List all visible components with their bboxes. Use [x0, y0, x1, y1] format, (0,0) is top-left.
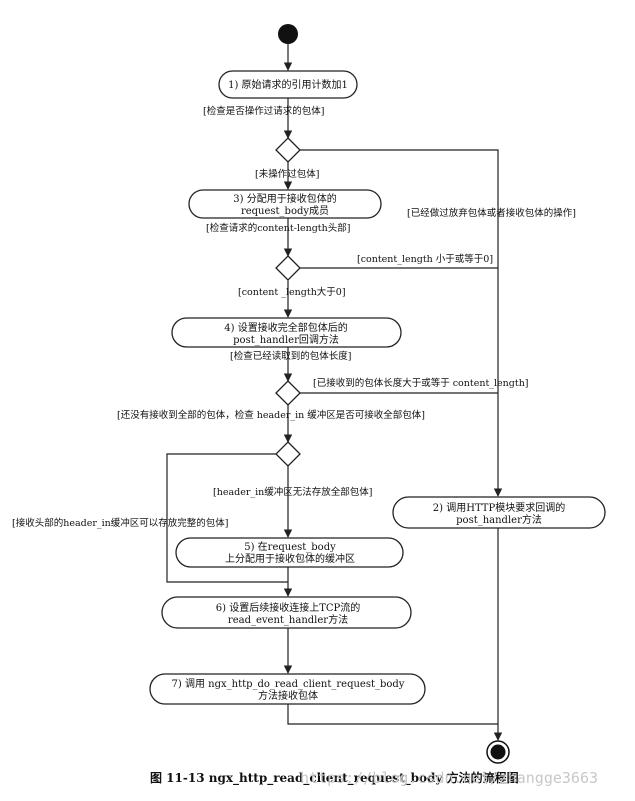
decision-4 [275, 441, 301, 467]
guard-cl-le-zero: [content_length 小于或等于0] [357, 253, 493, 265]
node-4-label-1: 4) 设置接收完全部包体后的 [224, 321, 347, 334]
node-4-label-2: post_handler回调方法 [233, 333, 339, 346]
node-7-label-1: 7) 调用 ngx_http_do_read_client_request_bo… [172, 678, 405, 690]
node-7 [149, 673, 426, 705]
end-node [490, 744, 506, 760]
guard-check-read-len: [检查已经读取到的包体长度] [230, 350, 351, 362]
node-5-label-2: 上分配用于接收包体的缓冲区 [225, 552, 355, 565]
guard-check-body: [检查是否操作过请求的包体] [203, 105, 324, 117]
guard-check-content-length: [检查请求的content-length头部] [206, 222, 350, 234]
guard-not-operated: [未操作过包体] [255, 168, 319, 180]
node-6-label-2: read_event_handler方法 [228, 613, 348, 626]
node-1 [218, 70, 358, 99]
node-2 [392, 496, 606, 529]
edge-n7-end [287, 704, 498, 725]
guard-already-operated: [已经做过放弃包体或者接收包体的操作] [407, 207, 576, 219]
node-2-label-1: 2) 调用HTTP模块要求回调的 [433, 501, 565, 514]
guard-received-ge-cl: [已接收到的包体长度大于或等于 content_length] [313, 377, 529, 389]
decision-2 [275, 255, 301, 281]
node-5-label-1: 5) 在request_body [244, 541, 336, 553]
node-3 [188, 189, 382, 219]
guard-not-all-received: [还没有接收到全部的包体，检查 header_in 缓冲区是否可接收全部包体] [117, 409, 425, 421]
edge-d1-right [300, 149, 503, 497]
guard-cl-gt-zero: [content _length大于0] [238, 286, 346, 298]
node-3-label-2: request_body成员 [241, 205, 329, 217]
node-7-label-2: 方法接收包体 [258, 689, 318, 702]
decision-1 [275, 137, 301, 163]
node-6 [161, 596, 412, 629]
node-4 [171, 317, 402, 348]
decision-3 [275, 380, 301, 406]
watermark: https://blog.csdn.net/zhangge3663 [300, 769, 598, 787]
guard-header-in-sufficient: [接收头部的header_in缓冲区可以存放完整的包体] [12, 517, 228, 529]
start-node [278, 24, 298, 44]
edge-d4-left [166, 453, 288, 583]
figure-caption: 图 11-13 ngx_http_read_client_request_bod… [150, 770, 519, 786]
node-6-label-1: 6) 设置后续接收连接上TCP流的 [216, 601, 361, 614]
node-1-label: 1) 原始请求的引用计数加1 [228, 78, 348, 91]
node-2-label-2: post_handler方法 [456, 513, 542, 526]
guard-header-in-insufficient: [header_in缓冲区无法存放全部包体] [213, 486, 372, 498]
node-5 [175, 537, 404, 568]
node-3-label-1: 3) 分配用于接收包体的 [233, 192, 336, 205]
